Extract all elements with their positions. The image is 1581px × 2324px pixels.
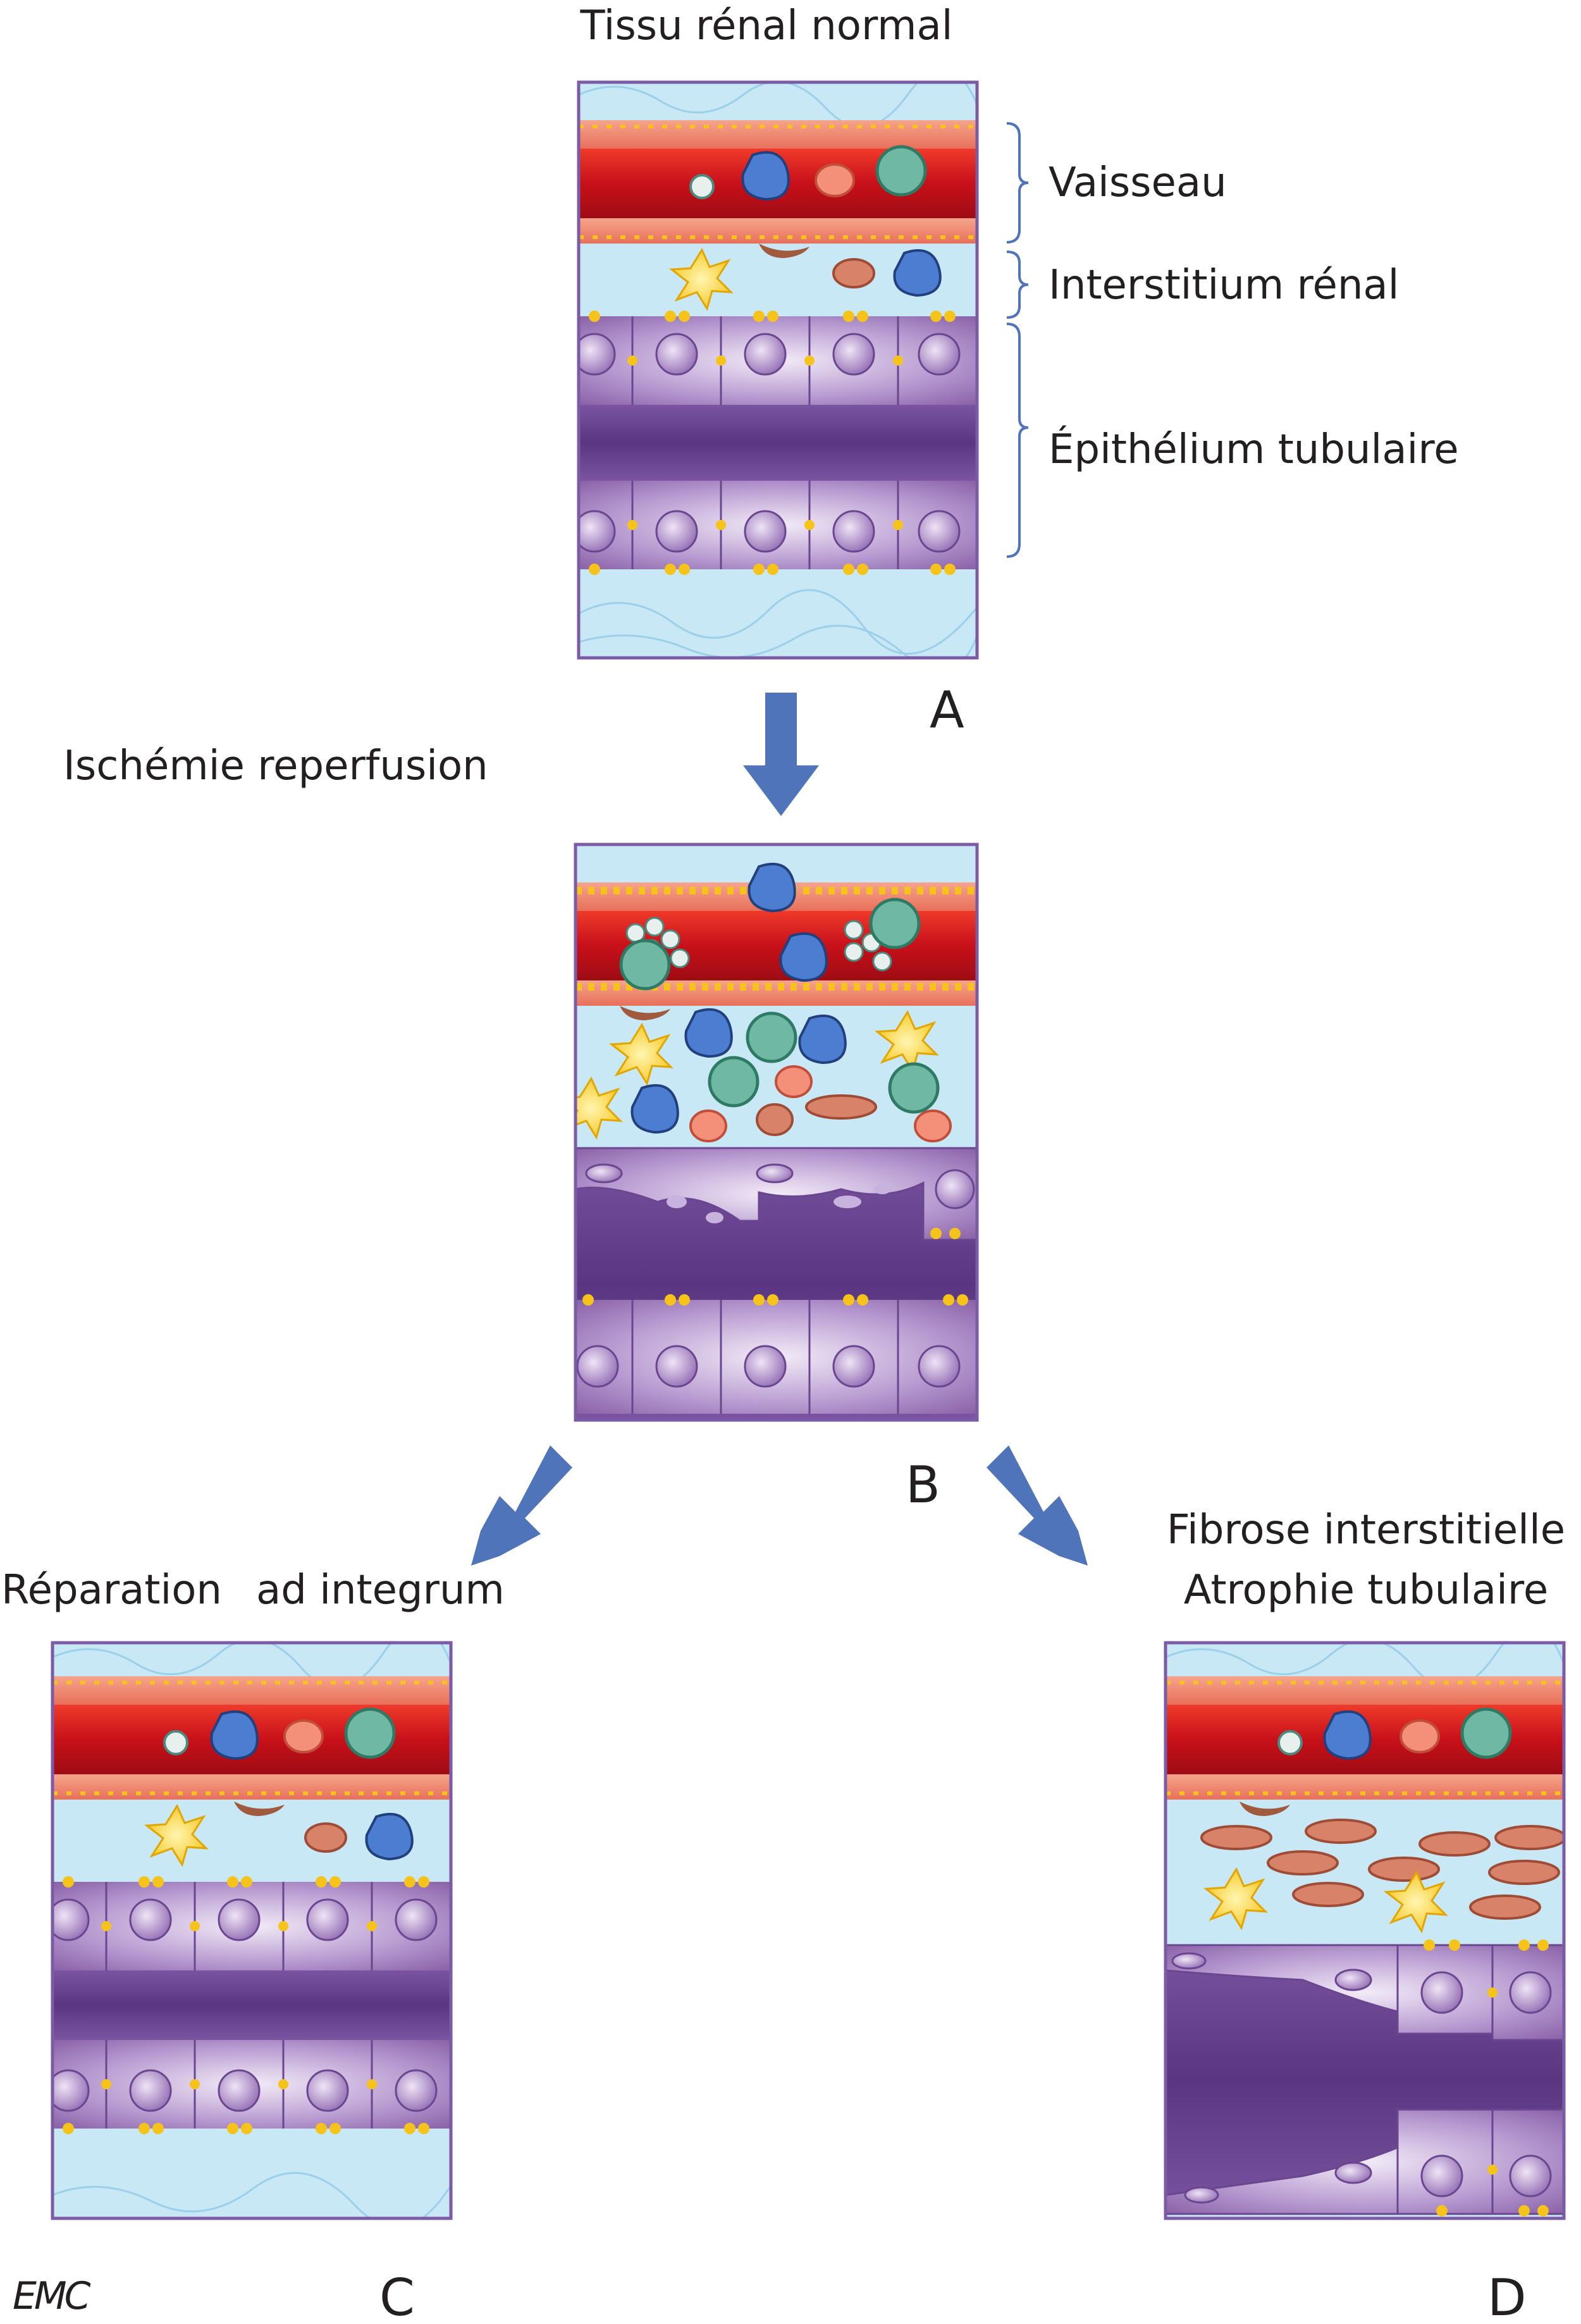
arrow-down-icon xyxy=(743,693,819,816)
layer-braces xyxy=(1006,122,1029,558)
atrophic-epithelium xyxy=(1166,1939,1564,2216)
title-repair-1: Réparation xyxy=(1,1567,222,1614)
blood-cells xyxy=(1277,1707,1512,1760)
restored-epithelium xyxy=(52,1876,451,2134)
title-fibrosis-1: Fibrose interstitielle xyxy=(1167,1507,1565,1554)
fibroblasts xyxy=(1200,1819,1564,1920)
tubular-epithelium xyxy=(579,311,977,575)
leukocytes xyxy=(575,863,952,1142)
interstitial-cells xyxy=(668,244,942,311)
title-fibrosis-2: Atrophie tubulaire xyxy=(1184,1567,1548,1614)
panel-letter-a: A xyxy=(930,681,964,739)
panel-letter-d: D xyxy=(1487,2268,1527,2324)
panel-letter-c: C xyxy=(379,2268,415,2324)
title-ischemia-reperfusion: Ischémie reperfusion xyxy=(63,743,488,789)
interstitial-cells xyxy=(144,1802,414,1867)
interstitial-cells xyxy=(1203,1802,1448,1934)
blood-cells xyxy=(689,145,927,201)
panel-repair xyxy=(51,1641,453,2220)
emc-logo: EMC xyxy=(13,2274,91,2318)
label-vessel: Vaisseau xyxy=(1049,159,1227,206)
arrow-down-right-icon xyxy=(987,1445,1088,1566)
panel-letter-b: B xyxy=(906,1456,940,1514)
panel-normal-tissue xyxy=(577,80,1029,660)
panel-ischemia-reperfusion xyxy=(574,843,979,1422)
title-normal-tissue: Tissu rénal normal xyxy=(580,3,953,49)
arrow-down-left-icon xyxy=(471,1445,572,1566)
label-epithelium: Épithélium tubulaire xyxy=(1049,425,1459,473)
panel-fibrosis xyxy=(1164,1641,1566,2220)
title-repair-2: ad integrum xyxy=(256,1567,505,1614)
label-interstitium: Interstitium rénal xyxy=(1049,262,1399,309)
damaged-epithelium xyxy=(575,1147,977,1420)
blood-cells xyxy=(163,1707,396,1760)
